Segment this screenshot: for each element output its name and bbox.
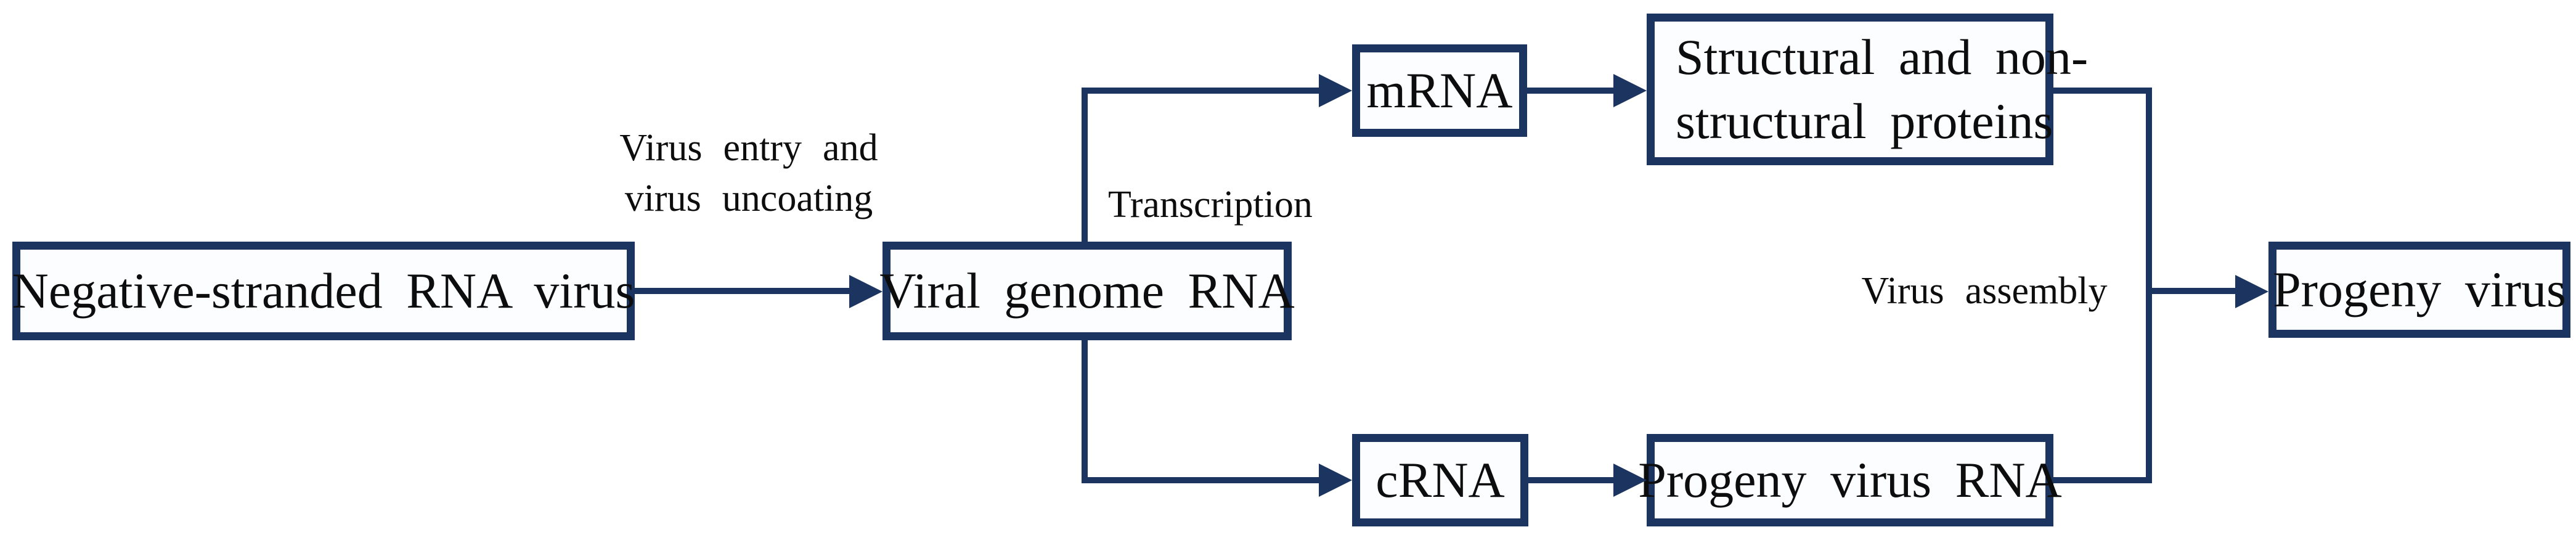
node-label: cRNA [1376,451,1505,508]
node-structural-proteins: Structural and non- structural proteins [1647,14,2088,165]
node-negative-stranded-rna-virus: Negative-stranded RNA virus [12,242,635,340]
arrowhead-crna-icon [1319,464,1352,497]
connector-crna-pvrna-line [1528,477,1616,483]
node-label: Progeny virus RNA [1638,451,2062,508]
node-label: mRNA [1366,62,1513,118]
node-label: Progeny virus [2273,261,2566,317]
node-label: Negative-stranded RNA virus [12,262,635,319]
connector-trunk-down [1082,340,1088,483]
node-label-line-1: Structural and non- [1676,28,2089,85]
arrowhead-pvrna-icon [1613,464,1647,497]
node-progeny-virus: Progeny virus [2268,242,2570,338]
connector-mrna-proteins-line [1527,88,1616,94]
edge-label-virus-entry-uncoating: Virus entry and virus uncoating [604,123,894,224]
arrowhead-progeny-virus-icon [2235,275,2268,308]
node-mrna: mRNA [1352,44,1527,137]
arrowhead-entry-icon [849,275,882,308]
connector-proteins-exit-line [2053,88,2152,94]
edge-label-transcription: Transcription [1108,184,1313,226]
node-progeny-virus-rna: Progeny virus RNA [1638,434,2062,526]
connector-merge-trunk [2146,88,2152,483]
node-label-line-2: structural proteins [1676,93,2053,149]
connector-assembly-line [2149,288,2238,294]
node-label: Viral genome RNA [879,262,1295,319]
arrowhead-mrna-icon [1319,74,1352,107]
connector-trunk-up [1082,88,1088,242]
connector-entry-line [635,288,852,294]
edge-label-line-2: virus uncoating [624,177,873,219]
connector-replication-crna-line [1082,477,1322,483]
node-viral-genome-rna: Viral genome RNA [879,242,1295,340]
connector-transcription-mrna-line [1082,88,1322,94]
arrowhead-proteins-icon [1613,74,1647,107]
edge-label-line-1: Virus entry and [619,127,878,169]
edge-label-virus-assembly: Virus assembly [1861,270,2108,312]
connector-pvrna-exit-line [2053,477,2152,483]
node-crna: cRNA [1352,434,1528,526]
